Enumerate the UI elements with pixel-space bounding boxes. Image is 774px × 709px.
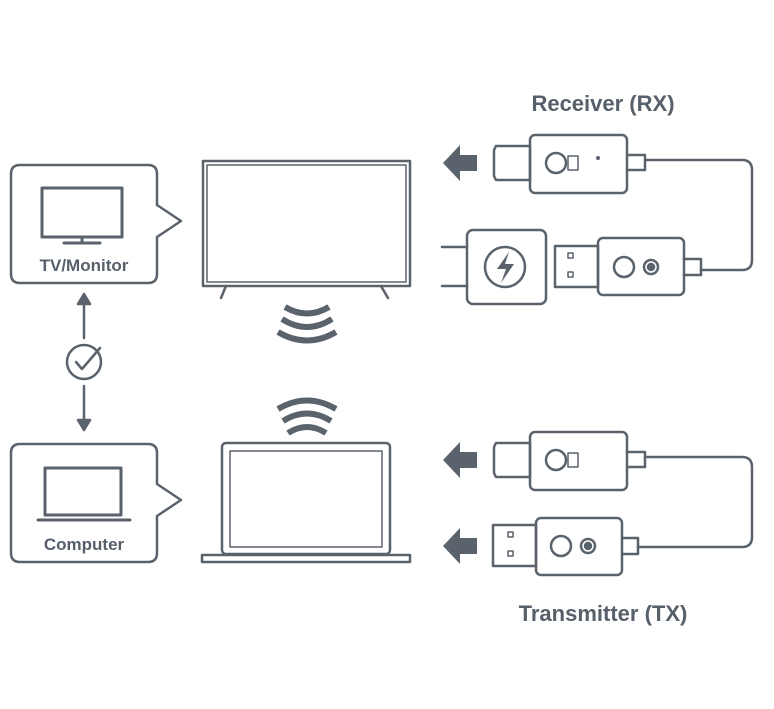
double-arrow <box>76 292 92 432</box>
arrow-left-icon <box>443 442 477 478</box>
receiver-usb-power-dongle <box>553 236 703 297</box>
laptop-device-icon <box>200 441 412 564</box>
receiver-hdmi-dongle <box>492 133 647 195</box>
wifi-signal-icon <box>276 397 338 436</box>
computer-label: Computer <box>44 535 125 554</box>
transmitter-hdmi-dongle <box>492 430 647 492</box>
receiver-cable <box>643 158 754 272</box>
transmitter-label: Transmitter (TX) <box>519 601 688 626</box>
monitor-icon <box>40 186 124 245</box>
computer-callout: Computer <box>9 442 183 564</box>
laptop-icon <box>36 466 132 522</box>
receiver-label: Receiver (RX) <box>531 91 674 116</box>
arrow-left-icon <box>443 145 477 181</box>
wifi-signal-icon <box>276 304 338 344</box>
tv-monitor-callout: TV/Monitor <box>9 163 183 285</box>
tv-icon <box>201 159 412 300</box>
check-circle-icon <box>65 343 103 381</box>
transmitter-cable <box>636 455 754 549</box>
transmitter-usb-dongle <box>491 516 640 577</box>
lightning-bolt-icon <box>483 245 527 289</box>
arrow-left-icon <box>443 528 477 564</box>
power-adapter <box>440 228 548 306</box>
tv-monitor-label: TV/Monitor <box>40 256 129 275</box>
